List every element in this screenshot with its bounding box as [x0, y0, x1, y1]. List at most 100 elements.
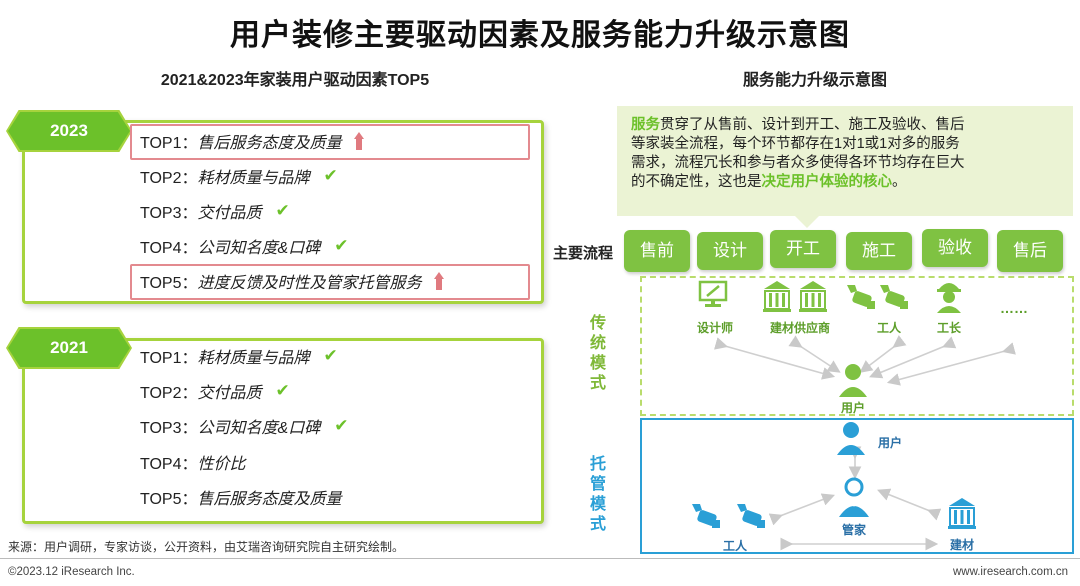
factor-text: 性价比 [197, 456, 246, 473]
check-icon: ✔ [275, 381, 290, 400]
factor-text: 售后服务态度及质量 [197, 491, 342, 508]
worker-tool-icon [692, 504, 720, 528]
hosted-mode-label: 托管模式 [587, 455, 604, 535]
highlight-box-top1-2023 [130, 124, 530, 160]
factor-text: 公司知名度&口碑 [197, 240, 321, 257]
callout-emphasis-service: 服务 [631, 117, 660, 133]
year-tag-2021: 2021 [8, 329, 130, 367]
callout-line-1: 服务贯穿了从售前、设计到开工、施工及验收、售后 [631, 116, 1059, 135]
stage-aftersale: 售后 [997, 230, 1063, 272]
year-tag-2023: 2023 [8, 112, 130, 150]
arrow-more-user [886, 342, 1016, 386]
factor-text: 进度反馈及时性及管家托管服务 [197, 275, 422, 292]
arrow-designer-user [714, 337, 836, 380]
left-subtitle: 2021&2023年家装用户驱动因素TOP5 [160, 72, 430, 89]
up-arrow-icon [433, 272, 444, 290]
rank-label: TOP3： [140, 420, 198, 437]
worker-tool-icon [737, 504, 765, 528]
arrow-supplier-user [788, 335, 841, 373]
user-icon [839, 364, 867, 397]
arrow-worker-butler [768, 493, 835, 526]
page-title: 用户装修主要驱动因素及服务能力升级示意图 [230, 19, 850, 52]
callout-text: 贯穿了从售前、设计到开工、施工及验收、售后 [660, 117, 965, 133]
footer-url: www.iresearch.com.cn [952, 566, 1068, 578]
check-icon: ✔ [334, 416, 349, 435]
callout-text: 。 [892, 174, 907, 190]
user-label-traditional: 用户 [840, 401, 865, 415]
arrow-material-butler [877, 488, 942, 521]
more-ellipsis: …… [1000, 300, 1028, 316]
traditional-mode-label: 传统模式 [587, 314, 604, 394]
rank-label: TOP2： [140, 385, 198, 402]
arrow-foreman-user [869, 336, 957, 379]
stage-start: 开工 [770, 230, 836, 268]
list-item-2023-2: TOP2： 耗材质量与品牌 ✔ [140, 163, 338, 189]
stage-construction: 施工 [846, 232, 912, 270]
foreman-label: 工长 [936, 321, 961, 335]
material-label: 建材 [949, 538, 974, 552]
rank-label: TOP2： [140, 170, 198, 187]
worker-tool-icon [847, 285, 875, 309]
list-item-2023-5: TOP5： 进度反馈及时性及管家托管服务 [140, 268, 444, 294]
copyright: ©2023.12 iResearch Inc. [8, 566, 135, 578]
callout-emphasis-core: 决定用户体验的核心 [761, 174, 893, 190]
list-item-2023-3: TOP3： 交付品质 ✔ [140, 198, 290, 224]
supplier-building-icon [799, 281, 827, 312]
check-icon: ✔ [275, 201, 290, 220]
foreman-helmet-icon [937, 283, 961, 313]
callout-line-4: 的不确定性，这也是决定用户体验的核心。 [631, 173, 1059, 192]
list-item-2023-1: TOP1： 售后服务态度及质量 [140, 128, 364, 154]
footer-divider [0, 558, 1080, 559]
factor-text: 交付品质 [197, 205, 262, 222]
factor-text: 耗材质量与品牌 [197, 170, 310, 187]
source-note: 来源：用户调研，专家访谈，公开资料，由艾瑞咨询研究院自主研究绘制。 [8, 540, 405, 554]
list-item-2023-4: TOP4： 公司知名度&口碑 ✔ [140, 233, 348, 259]
callout-text: 的不确定性，这也是 [631, 174, 762, 190]
rank-label: TOP1： [140, 350, 198, 367]
worker-label-hosted: 工人 [722, 539, 747, 553]
user-label-hosted: 用户 [877, 436, 902, 450]
hosted-mode-box [640, 418, 1074, 554]
list-item-2021-5: TOP5： 售后服务态度及质量 [140, 484, 342, 510]
list-item-2021-3: TOP3： 公司知名度&口碑 ✔ [140, 413, 348, 439]
worker-label: 工人 [876, 321, 901, 335]
callout-arrow [795, 216, 819, 228]
highlight-box-top5-2023 [130, 264, 530, 300]
check-icon: ✔ [334, 236, 349, 255]
material-building-icon [948, 498, 976, 529]
stage-presale: 售前 [624, 230, 690, 272]
butler-icon [839, 477, 869, 517]
callout-line-3: 需求，流程冗长和参与者众多使得各环节均存在巨大 [631, 155, 965, 171]
list-item-2021-1: TOP1： 耗材质量与品牌 ✔ [140, 343, 338, 369]
list-item-2021-4: TOP4： 性价比 [140, 449, 246, 475]
panel-2021 [22, 338, 544, 524]
designer-label: 设计师 [696, 321, 733, 335]
supplier-building-icon [763, 281, 791, 312]
factor-text: 交付品质 [197, 385, 262, 402]
rank-label: TOP1： [140, 135, 198, 152]
designer-icon [698, 280, 728, 307]
process-label: 主要流程 [553, 245, 614, 262]
stage-acceptance: 验收 [922, 229, 988, 267]
factor-text: 耗材质量与品牌 [197, 350, 310, 367]
stage-design: 设计 [697, 232, 763, 270]
rank-label: TOP3： [140, 205, 198, 222]
rank-label: TOP5： [140, 275, 198, 292]
factor-text: 售后服务态度及质量 [197, 135, 342, 152]
up-arrow-icon [353, 132, 364, 150]
user-icon [837, 422, 865, 455]
supplier-label: 建材供应商 [769, 321, 830, 335]
rank-label: TOP4： [140, 240, 198, 257]
rank-label: TOP4： [140, 456, 198, 473]
check-icon: ✔ [323, 346, 338, 365]
worker-tool-icon [880, 285, 908, 309]
callout-box: 服务贯穿了从售前、设计到开工、施工及验收、售后 等家装全流程，每个环节都存在1对… [617, 106, 1073, 216]
list-item-2021-2: TOP2： 交付品质 ✔ [140, 378, 290, 404]
connection-arrows [714, 335, 1016, 551]
traditional-mode-box [640, 276, 1074, 416]
factor-text: 公司知名度&口碑 [197, 420, 321, 437]
butler-label: 管家 [841, 523, 866, 537]
check-icon: ✔ [323, 166, 338, 185]
callout-line-2: 等家装全流程，每个环节都存在1对1或1对多的服务 [631, 136, 960, 152]
rank-label: TOP5： [140, 491, 198, 508]
